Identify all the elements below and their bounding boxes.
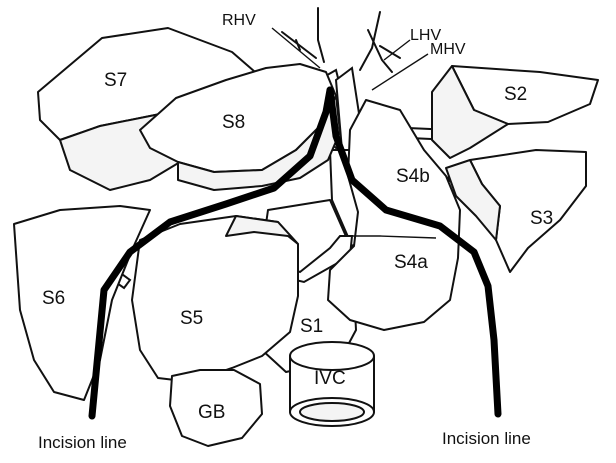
label-s5: S5 [180, 308, 203, 329]
segment-s2 [432, 66, 598, 158]
label-s4a: S4a [394, 252, 428, 273]
label-ivc: IVC [314, 368, 346, 389]
hepatic-vein-branches [282, 8, 400, 72]
label-incision-left: Incision line [38, 433, 127, 452]
label-s8: S8 [222, 112, 245, 133]
label-gb: GB [198, 402, 225, 423]
label-mhv: MHV [430, 41, 466, 58]
segment-s3 [446, 150, 586, 272]
label-s4b: S4b [396, 166, 430, 187]
label-s1: S1 [300, 316, 323, 337]
label-incision-right: Incision line [442, 429, 531, 448]
segment-s6 [14, 206, 150, 400]
label-s3: S3 [530, 208, 553, 229]
label-s6: S6 [42, 288, 65, 309]
label-s2: S2 [504, 84, 527, 105]
label-s7: S7 [104, 70, 127, 91]
label-rhv: RHV [222, 12, 256, 29]
